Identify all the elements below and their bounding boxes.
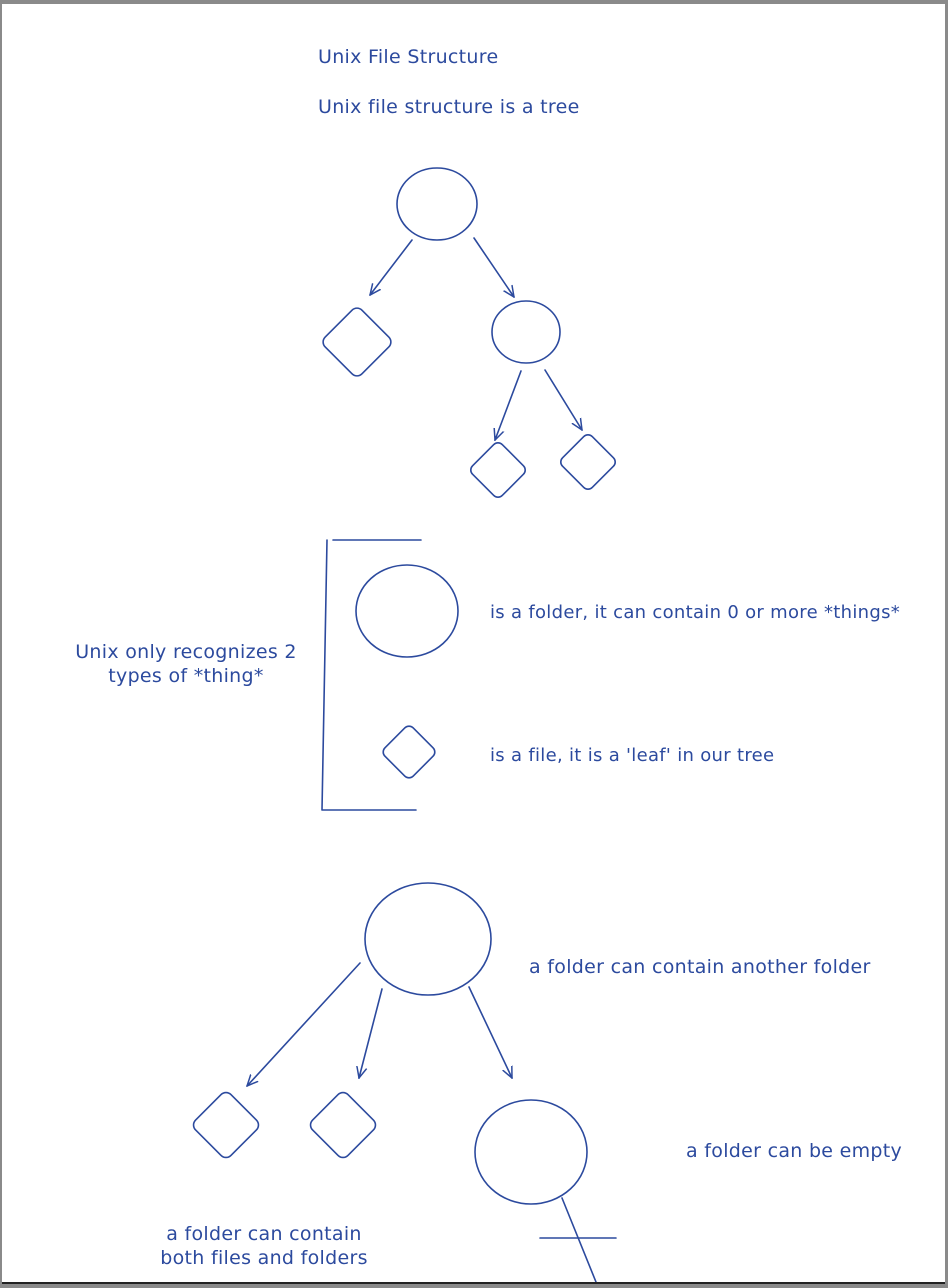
legend-bracket (321, 539, 422, 811)
tree2-arrow-left (247, 962, 361, 1086)
tree2-arrow-middle (359, 988, 383, 1078)
legend-folder-symbol (355, 564, 459, 658)
note-empty-folder: a folder can be empty (686, 1140, 903, 1162)
legend-group-label-line2: types of *thing* (108, 665, 264, 687)
diagram-drawing (192, 167, 617, 1282)
tree1-root-folder (396, 167, 478, 241)
legend-file-description: is a file, it is a 'leaf' in our tree (490, 745, 775, 766)
tree2-file-left (192, 1091, 260, 1159)
tree1-arrow-child-left (495, 370, 522, 440)
tree2-arrow-right (468, 986, 513, 1078)
page-title: Unix File Structure (318, 46, 499, 68)
tree2-empty-stem (561, 1197, 597, 1282)
tree1-file-bottom-right (559, 433, 617, 491)
legend-folder-description: is a folder, it can contain 0 or more *t… (490, 602, 901, 623)
note-mixed-contents-line1: a folder can contain (166, 1223, 362, 1245)
tree1-arrow-right (473, 237, 514, 297)
tree1-file-bottom-left (469, 441, 527, 499)
tree2-empty-folder (474, 1099, 588, 1205)
note-mixed-contents: a folder can contain both files and fold… (144, 1222, 384, 1270)
tree1-child-folder (491, 300, 561, 364)
legend-group-label: Unix only recognizes 2 types of *thing* (62, 640, 310, 688)
tree1-file-left (322, 307, 392, 377)
page-subtitle: Unix file structure is a tree (318, 96, 580, 118)
tree1-arrow-child-right (544, 369, 582, 430)
legend-group-label-line1: Unix only recognizes 2 (75, 641, 297, 663)
tree2-root-folder (364, 882, 492, 996)
legend-file-symbol (382, 725, 436, 779)
whiteboard-canvas: Unix File Structure Unix file structure … (2, 4, 945, 1284)
note-mixed-contents-line2: both files and folders (160, 1247, 368, 1269)
tree2-file-middle (309, 1091, 377, 1159)
note-nested-folder: a folder can contain another folder (529, 956, 871, 978)
tree1-arrow-left (370, 239, 413, 295)
